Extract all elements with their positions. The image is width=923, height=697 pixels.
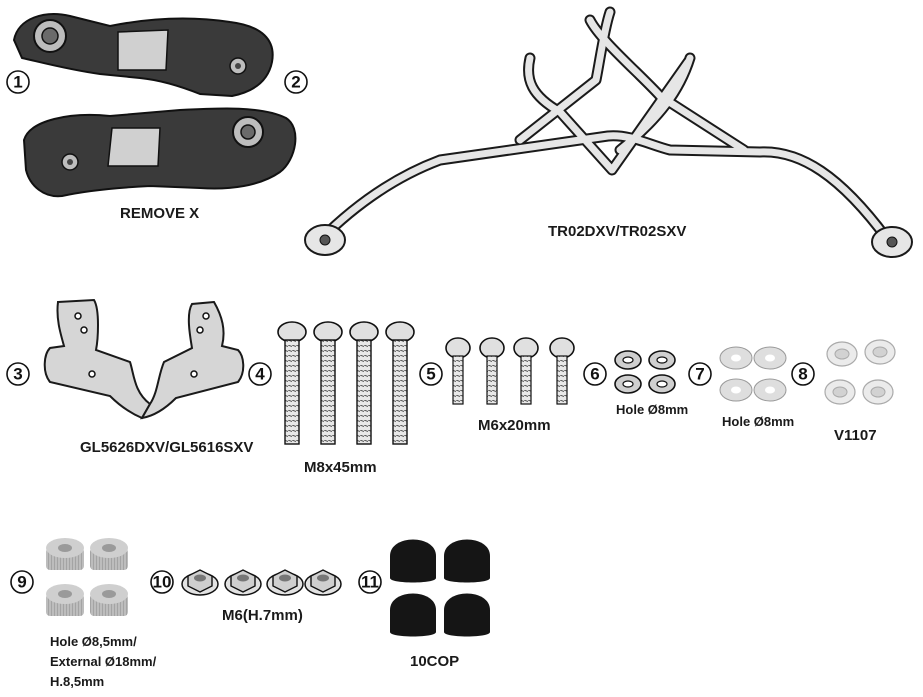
callout-8-text: 8: [798, 365, 807, 384]
callout-6: [583, 362, 607, 386]
label-brackets: GL5626DXV/GL5616SXV: [80, 439, 253, 456]
spacers: [46, 538, 128, 616]
bolt-m6-2: [479, 337, 505, 405]
rack-left-mount: [304, 224, 346, 256]
callout-2: [284, 70, 308, 94]
callout-3: [6, 362, 30, 386]
bolt-m8-1: [277, 321, 307, 445]
split-washers: [614, 350, 676, 394]
bushings: [824, 339, 896, 405]
callout-1-text: 1: [13, 73, 22, 92]
callout-8: [791, 362, 815, 386]
callout-5: [419, 362, 443, 386]
callout-10-text: 10: [153, 573, 172, 592]
nut-caps: [390, 539, 490, 637]
original-plate-lower: [22, 107, 297, 198]
label-spacers-line1: Hole Ø8,5mm/: [50, 634, 137, 649]
label-caps: 10COP: [410, 653, 459, 670]
label-bolts-m6: M6x20mm: [478, 417, 551, 434]
label-spacers-line3: H.8,5mm: [50, 674, 104, 689]
callout-7: [688, 362, 712, 386]
rear-rack-frame: [314, 6, 894, 246]
callout-6-text: 6: [590, 365, 599, 384]
label-bushings: V1107: [834, 427, 877, 444]
brackets-pair: [43, 298, 245, 420]
bolt-m8-2: [313, 321, 343, 445]
callout-10: [150, 570, 174, 594]
label-remove-x: REMOVE X: [120, 205, 199, 222]
callout-1: [6, 70, 30, 94]
label-nuts: M6(H.7mm): [222, 607, 303, 624]
label-washers-flat: Hole Ø8mm: [722, 414, 794, 429]
bolt-m8-4: [385, 321, 415, 445]
label-washers-small: Hole Ø8mm: [616, 402, 688, 417]
original-plate-upper: [12, 13, 274, 98]
label-spacers-line2: External Ø18mm/: [50, 654, 157, 669]
callout-11: [358, 570, 382, 594]
flange-nuts: [181, 569, 342, 596]
label-bolts-m8: M8x45mm: [304, 459, 377, 476]
callout-3-text: 3: [13, 365, 22, 384]
callout-2-text: 2: [291, 73, 300, 92]
flat-washers: [719, 346, 787, 402]
callout-4: [248, 362, 272, 386]
callout-4-text: 4: [255, 365, 265, 384]
label-rack: TR02DXV/TR02SXV: [548, 223, 686, 240]
callout-11-text: 11: [361, 573, 379, 592]
bolt-m6-1: [445, 337, 471, 405]
bolt-m6-4: [549, 337, 575, 405]
rack-right-mount: [871, 226, 913, 258]
bolt-m8-3: [349, 321, 379, 445]
callout-9: [10, 570, 34, 594]
callout-7-text: 7: [695, 365, 704, 384]
callout-9-text: 9: [17, 573, 26, 592]
bolt-m6-3: [513, 337, 539, 405]
callout-5-text: 5: [426, 365, 435, 384]
